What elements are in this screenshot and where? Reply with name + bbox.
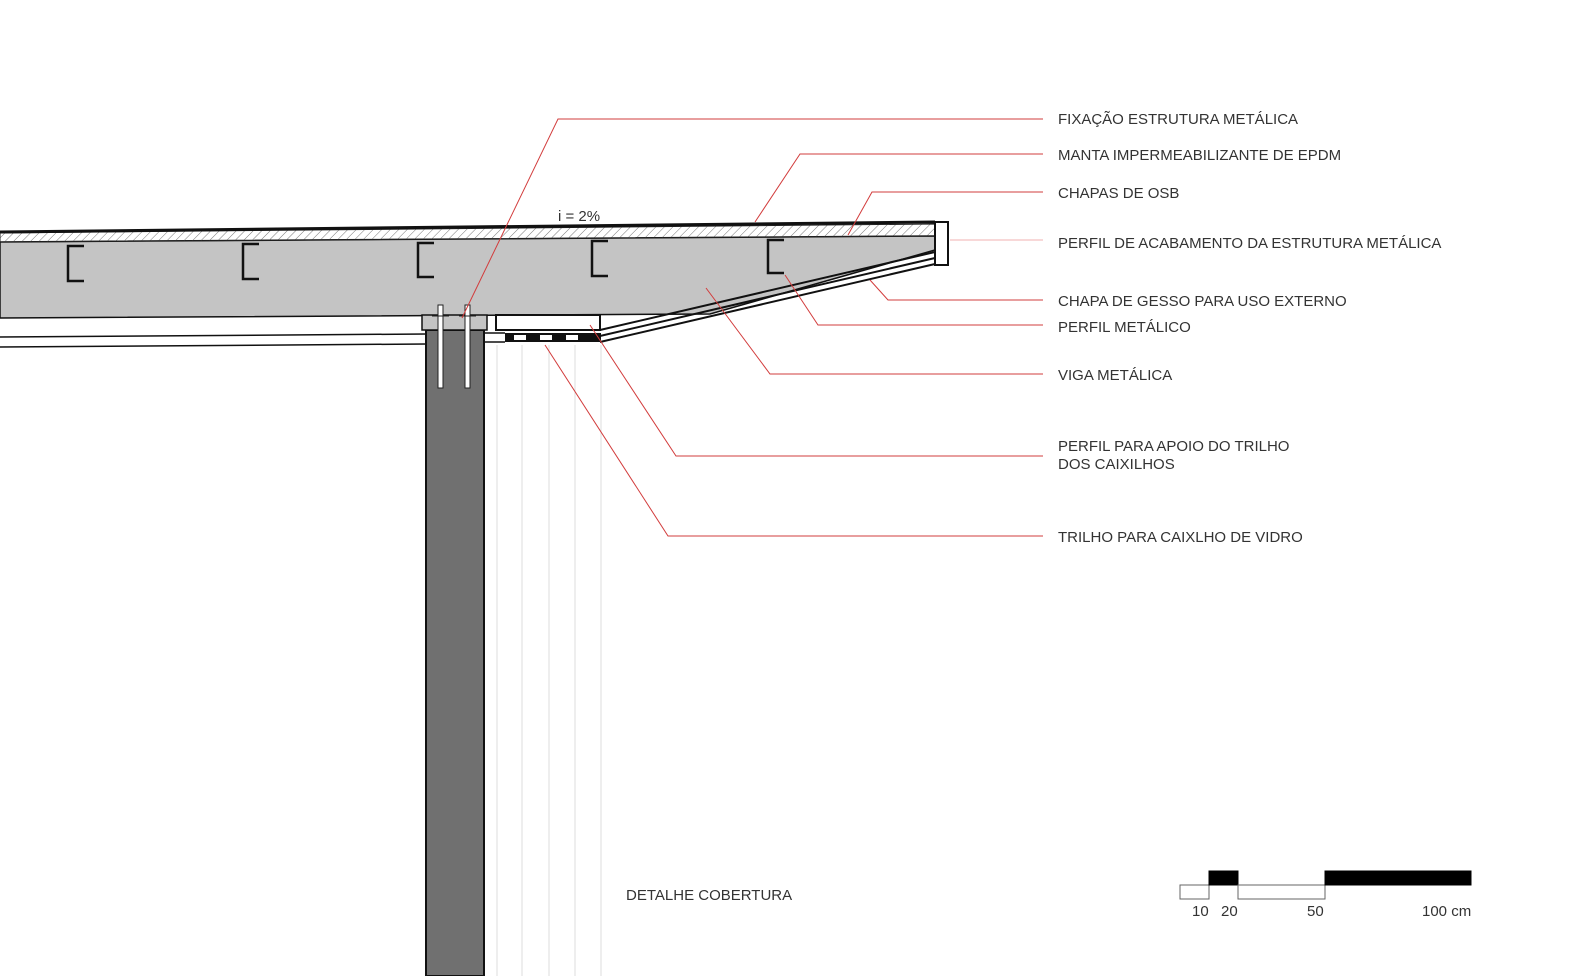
leader-lines (461, 118, 1043, 537)
scale-tick-100: 100 cm (1422, 903, 1471, 920)
metal-purlins (66, 238, 784, 283)
finishing-profile (934, 221, 949, 266)
anchor-bolts (432, 304, 476, 389)
label-metal-profile: PERFIL METÁLICO (1058, 319, 1191, 336)
base-plate (421, 314, 488, 331)
label-glass-rail: TRILHO PARA CAIXLHO DE VIDRO (1058, 529, 1303, 546)
glass-rail (505, 333, 601, 342)
label-osb: CHAPAS DE OSB (1058, 185, 1179, 202)
soffit-left (0, 332, 505, 348)
scale-bar (1179, 870, 1472, 900)
label-rail-support: PERFIL PARA APOIO DO TRILHO (1058, 438, 1289, 455)
label-metal-beam: VIGA METÁLICA (1058, 367, 1172, 384)
label-finishing-profile: PERFIL DE ACABAMENTO DA ESTRUTURA METÁLI… (1058, 235, 1441, 252)
glass-frame-guides (496, 345, 602, 976)
gypsum-board (599, 251, 936, 343)
scale-tick-20: 20 (1221, 903, 1238, 920)
label-fixation: FIXAÇÃO ESTRUTURA METÁLICA (1058, 111, 1298, 128)
scale-tick-50: 50 (1307, 903, 1324, 920)
concrete-column (425, 329, 485, 976)
label-rail-support-line2: DOS CAIXILHOS (1058, 456, 1175, 473)
label-epdm: MANTA IMPERMEABILIZANTE DE EPDM (1058, 147, 1341, 164)
slope-label: i = 2% (558, 208, 600, 225)
rail-support-profile (495, 314, 601, 331)
epdm-membrane (0, 220, 936, 234)
scale-tick-10: 10 (1192, 903, 1209, 920)
label-gypsum: CHAPA DE GESSO PARA USO EXTERNO (1058, 293, 1347, 310)
drawing-title: DETALHE COBERTURA (626, 887, 792, 904)
